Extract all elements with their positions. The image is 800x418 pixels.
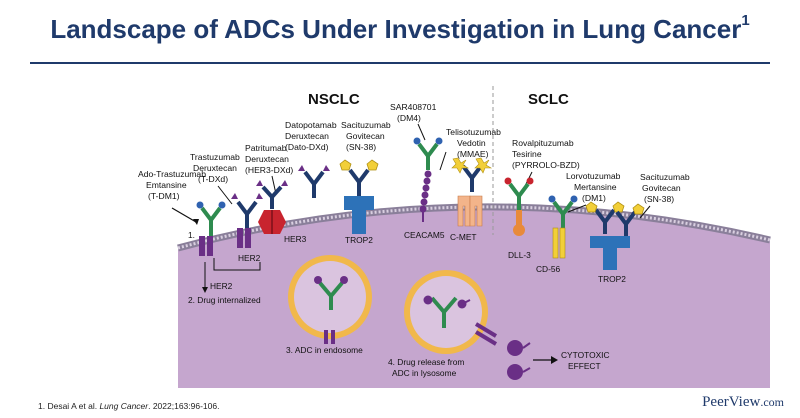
target-her2-a: HER2 xyxy=(210,281,233,291)
adc-her3dxd xyxy=(256,175,288,234)
adc-tdxd xyxy=(217,185,263,248)
target-her2-b: HER2 xyxy=(238,253,261,263)
target-trop2: TROP2 xyxy=(345,235,373,245)
target-dll3: DLL-3 xyxy=(508,250,531,260)
step-3: 3. ADC in endosome xyxy=(286,345,363,355)
step-4-line2: ADC in lysosome xyxy=(392,368,457,378)
receptor-trop2 xyxy=(344,196,374,210)
slide-title: Landscape of ADCs Under Investigation in… xyxy=(50,12,750,44)
target-trop2-b: TROP2 xyxy=(598,274,626,284)
released-payloads xyxy=(507,340,558,380)
adc-lorvo xyxy=(548,195,587,259)
title-footnote-mark: 1 xyxy=(741,12,750,29)
adc-teliso xyxy=(439,151,493,227)
receptor-dll3 xyxy=(516,210,522,230)
lysosome xyxy=(404,270,498,354)
target-cd56: CD-56 xyxy=(536,264,561,274)
payload-dxd xyxy=(256,193,263,199)
target-cmet: C-MET xyxy=(450,232,477,242)
step-4-line1: 4. Drug release from xyxy=(388,357,464,367)
endosome xyxy=(288,255,372,344)
adc-datodxd xyxy=(298,165,330,198)
label-sar: SAR408701(DM4) xyxy=(390,102,437,123)
receptor-ceacam5 xyxy=(419,170,432,213)
target-ceacam5: CEACAM5 xyxy=(404,230,445,240)
receptor-her2 xyxy=(237,228,243,248)
step-1: 1. xyxy=(188,230,195,240)
adc-tdm1 xyxy=(171,201,226,256)
effect-line2: EFFECT xyxy=(568,361,601,371)
payload-dxd xyxy=(231,193,238,199)
adc-rova xyxy=(504,171,534,236)
payload-dm1 xyxy=(196,201,204,209)
sclc-header: SCLC xyxy=(528,91,569,108)
adc-sg xyxy=(339,159,379,234)
step-2: 2. Drug internalized xyxy=(188,295,261,305)
payload-dm1 xyxy=(218,201,226,209)
receptor-cd56 xyxy=(552,227,559,259)
receptor-trop2-b xyxy=(590,236,630,248)
effect-line1: CYTOTOXIC xyxy=(561,350,610,360)
title-rule xyxy=(30,62,770,64)
nsclc-header: NSCLC xyxy=(308,91,360,108)
internalize-bracket xyxy=(213,258,261,271)
footnote: 1. Desai A et al. Lung Cancer. 2022;163:… xyxy=(38,401,220,411)
receptor-her2 xyxy=(199,236,205,256)
adc-sar xyxy=(413,123,443,222)
target-her3: HER3 xyxy=(284,234,307,244)
peerview-logo: PeerView.com xyxy=(702,394,784,410)
adc-sg2 xyxy=(585,201,651,270)
